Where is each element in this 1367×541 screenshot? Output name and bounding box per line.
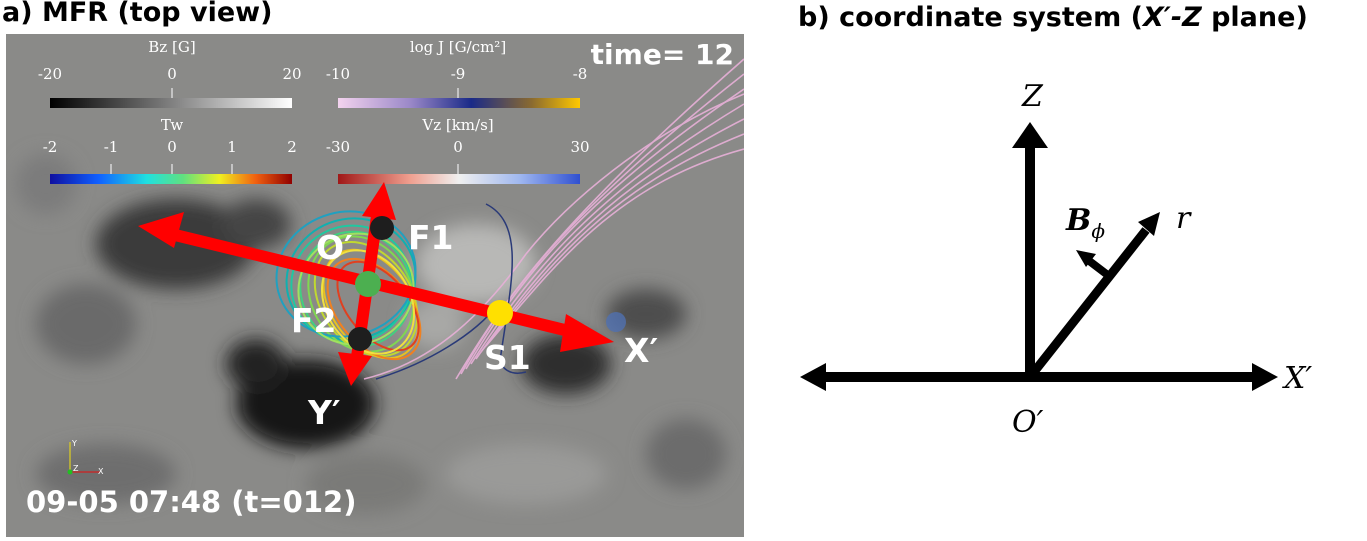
s1-point <box>487 300 513 326</box>
o-prime-label: O′ <box>316 228 353 267</box>
timestamp-label: 09-05 07:48 (t=012) <box>26 485 357 519</box>
coordinate-system-panel: Z X′ O′ r Bϕ <box>760 40 1367 541</box>
colorbar-bz-tick: -20 <box>38 65 62 83</box>
panel-b-title: b) coordinate system (X′-Z plane) <box>798 2 1308 33</box>
b-phi-label: Bϕ <box>1065 203 1105 243</box>
colorbar-bz-tick: 20 <box>282 65 301 83</box>
colorbar-vz-tick: 0 <box>453 138 463 156</box>
b-phi-subscript: ϕ <box>1091 219 1105 243</box>
z-axis-label: Z <box>1021 79 1044 114</box>
x-prime-axis-arrow-b <box>800 363 1278 391</box>
colorbar-tw-title: Tw <box>161 116 183 134</box>
magnetogram-texture <box>16 154 726 514</box>
colorbar-tw-tick: 1 <box>227 138 237 156</box>
blue-blob <box>606 312 626 332</box>
colorbar-tw-tick: 2 <box>287 138 297 156</box>
mfr-figure: Bz [G] -20 0 20 log J [G/cm²] -10 -9 -8 … <box>6 34 744 537</box>
panel-b-title-prefix: b) coordinate system ( <box>798 2 1143 33</box>
mfr-top-view-panel: Bz [G] -20 0 20 log J [G/cm²] -10 -9 -8 … <box>6 34 744 537</box>
colorbar-tw-tick: -1 <box>104 138 119 156</box>
f1-point <box>370 216 394 240</box>
s1-label: S1 <box>484 338 531 377</box>
origin-label: O′ <box>1012 405 1044 440</box>
colorbar-bz <box>50 98 292 108</box>
colorbar-vz-title: Vz [km/s] <box>421 116 493 134</box>
triad-y-label: Y <box>71 439 77 448</box>
y-prime-label: Y′ <box>307 393 341 432</box>
f2-point <box>348 327 372 351</box>
colorbar-logj-tick: -10 <box>326 65 350 83</box>
colorbar-bz-tick: 0 <box>167 65 177 83</box>
coordinate-diagram: Z X′ O′ r Bϕ <box>800 79 1312 440</box>
colorbar-logj-tick: -9 <box>451 65 466 83</box>
f2-label: F2 <box>291 301 337 340</box>
r-vector-arrow <box>1026 212 1160 380</box>
b-phi-arrow <box>1076 250 1112 280</box>
triad-z-label: Z <box>73 464 79 473</box>
colorbar-vz-tick: -30 <box>326 138 350 156</box>
r-label: r <box>1176 201 1192 236</box>
colorbar-vz <box>338 174 580 184</box>
panel-b-title-italic: X′-Z <box>1142 2 1202 33</box>
panel-b-title-suffix: plane) <box>1201 2 1308 33</box>
colorbar-logj-tick: -8 <box>573 65 588 83</box>
colorbar-tw-tick: -2 <box>43 138 58 156</box>
colorbar-group: Bz [G] -20 0 20 log J [G/cm²] -10 -9 -8 … <box>38 38 590 184</box>
time-label: time= 12 <box>590 38 734 71</box>
colorbar-logj-title: log J [G/cm²] <box>410 38 506 56</box>
colorbar-bz-title: Bz [G] <box>148 38 195 56</box>
o-prime-point <box>355 271 381 297</box>
colorbar-vz-tick: 30 <box>570 138 589 156</box>
b-label: B <box>1065 203 1091 238</box>
colorbar-logj <box>338 98 580 108</box>
x-prime-label: X′ <box>624 331 658 370</box>
orientation-triad: Y Z X <box>67 439 104 476</box>
x-prime-axis-label: X′ <box>1282 361 1312 396</box>
panel-a-title: a) MFR (top view) <box>2 0 273 28</box>
colorbar-tw-tick: 0 <box>167 138 177 156</box>
triad-x-label: X <box>98 467 104 476</box>
f1-label: F1 <box>408 218 454 257</box>
colorbar-tw <box>50 174 292 184</box>
z-axis-arrow <box>1012 122 1048 376</box>
